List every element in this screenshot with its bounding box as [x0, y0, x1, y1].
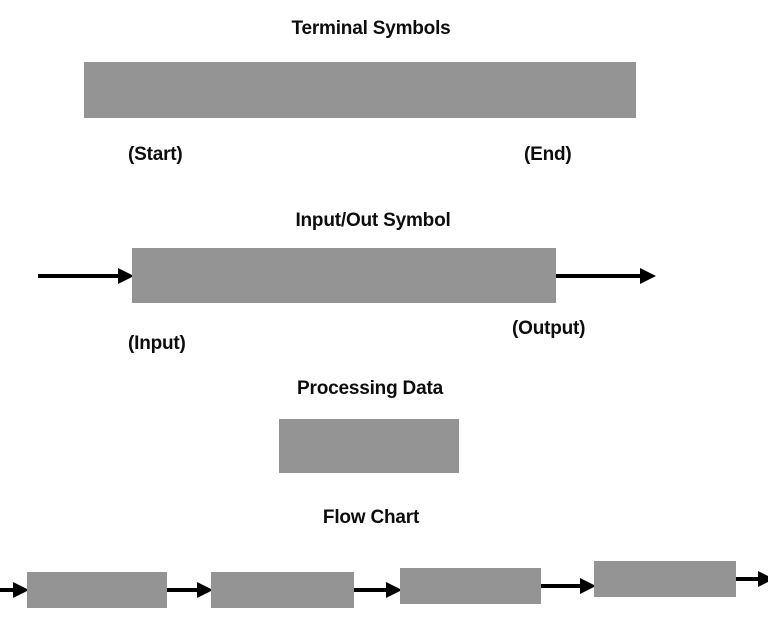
terminal-symbol-bar — [84, 62, 636, 118]
flow-arrow-4 — [736, 569, 768, 589]
label-end: (End) — [524, 144, 572, 165]
label-start: (Start) — [128, 144, 183, 165]
flow-arrow-1 — [167, 580, 213, 600]
flow-arrow-2 — [354, 580, 402, 600]
flow-chart-box-1 — [27, 572, 167, 608]
label-output: (Output) — [512, 318, 586, 339]
label-input: (Input) — [128, 333, 186, 354]
section-title-terminal-symbols: Terminal Symbols — [291, 18, 451, 39]
section-title-input-output-symbol: Input/Out Symbol — [295, 210, 451, 231]
flow-arrow-0 — [0, 580, 29, 600]
input-arrow — [38, 266, 134, 286]
section-title-processing-data: Processing Data — [297, 378, 443, 399]
input-output-symbol-bar — [132, 248, 556, 303]
flow-chart-box-3 — [400, 568, 541, 604]
flow-chart-box-2 — [211, 572, 354, 608]
flow-chart-box-4 — [594, 561, 736, 597]
output-arrow — [556, 266, 656, 286]
section-title-flow-chart: Flow Chart — [322, 507, 420, 528]
processing-data-bar — [279, 419, 459, 473]
flow-arrow-3 — [541, 576, 596, 596]
